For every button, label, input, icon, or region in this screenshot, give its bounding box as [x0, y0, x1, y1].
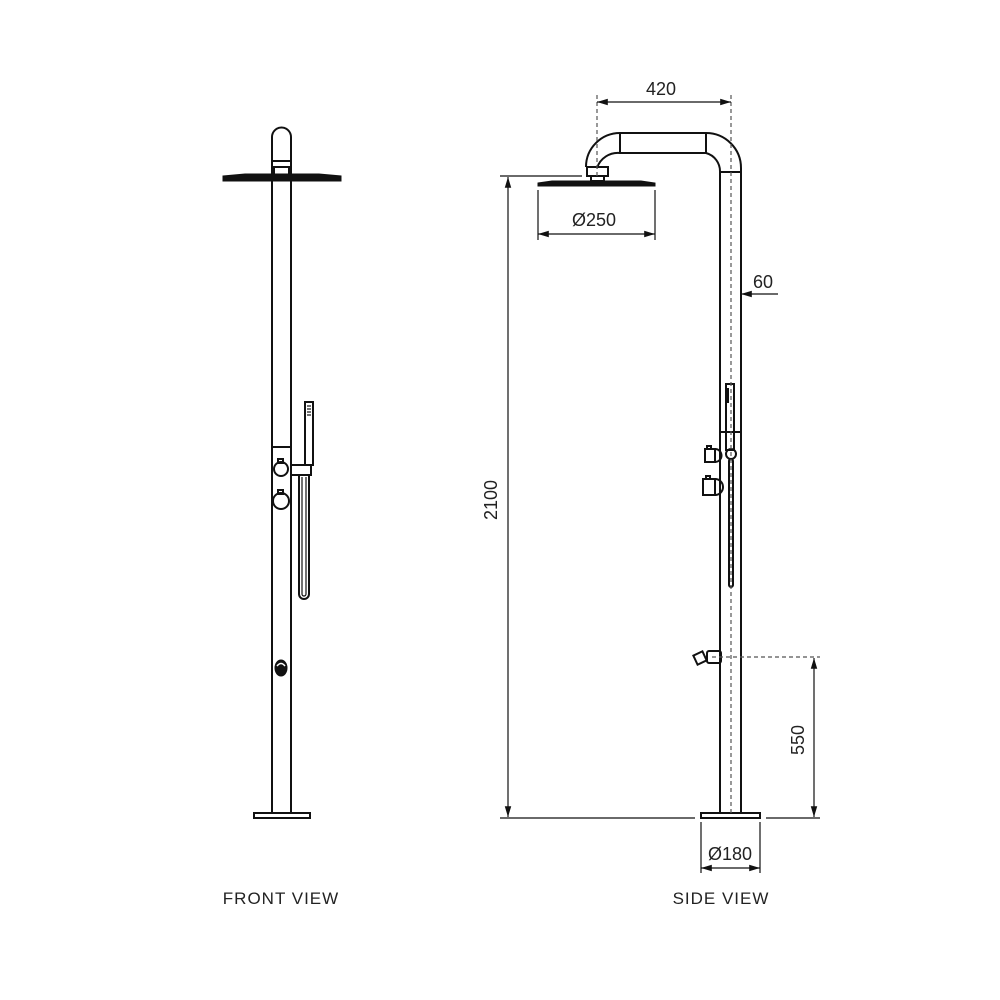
front-handshower-holder [290, 464, 312, 476]
side-view: 420 Ø250 60 2100 550 Ø180 SIDE VIEW [481, 79, 820, 908]
side-tap-spout [692, 650, 722, 666]
side-flow-knob [702, 475, 724, 496]
side-arm-inner [596, 151, 722, 813]
front-base-plate [253, 812, 311, 819]
base-diameter-dimension: Ø180 [708, 844, 752, 864]
side-view-label: SIDE VIEW [673, 889, 770, 908]
side-shower-head [537, 180, 656, 187]
side-arm-outer [585, 132, 742, 813]
front-view: FRONT VIEW [222, 126, 342, 908]
front-flow-knob [272, 489, 290, 510]
front-column [271, 126, 292, 813]
front-hose-inner [301, 477, 307, 597]
front-view-label: FRONT VIEW [223, 889, 339, 908]
front-hose [298, 475, 310, 600]
front-tap-highlight [276, 662, 286, 667]
tap-height-dimension: 550 [788, 725, 808, 755]
front-shower-head [222, 173, 342, 182]
column-width-dimension: 60 [753, 272, 773, 292]
arm-reach-dimension: 420 [646, 79, 676, 99]
total-height-dimension: 2100 [481, 480, 501, 520]
side-nozzle-tip [590, 175, 605, 182]
front-handshower [304, 401, 314, 466]
head-diameter-dimension: Ø250 [572, 210, 616, 230]
side-thermostat-knob [704, 445, 723, 463]
side-base-plate [700, 812, 761, 819]
front-tap-valve [274, 659, 288, 677]
front-thermostat-knob [273, 458, 289, 477]
